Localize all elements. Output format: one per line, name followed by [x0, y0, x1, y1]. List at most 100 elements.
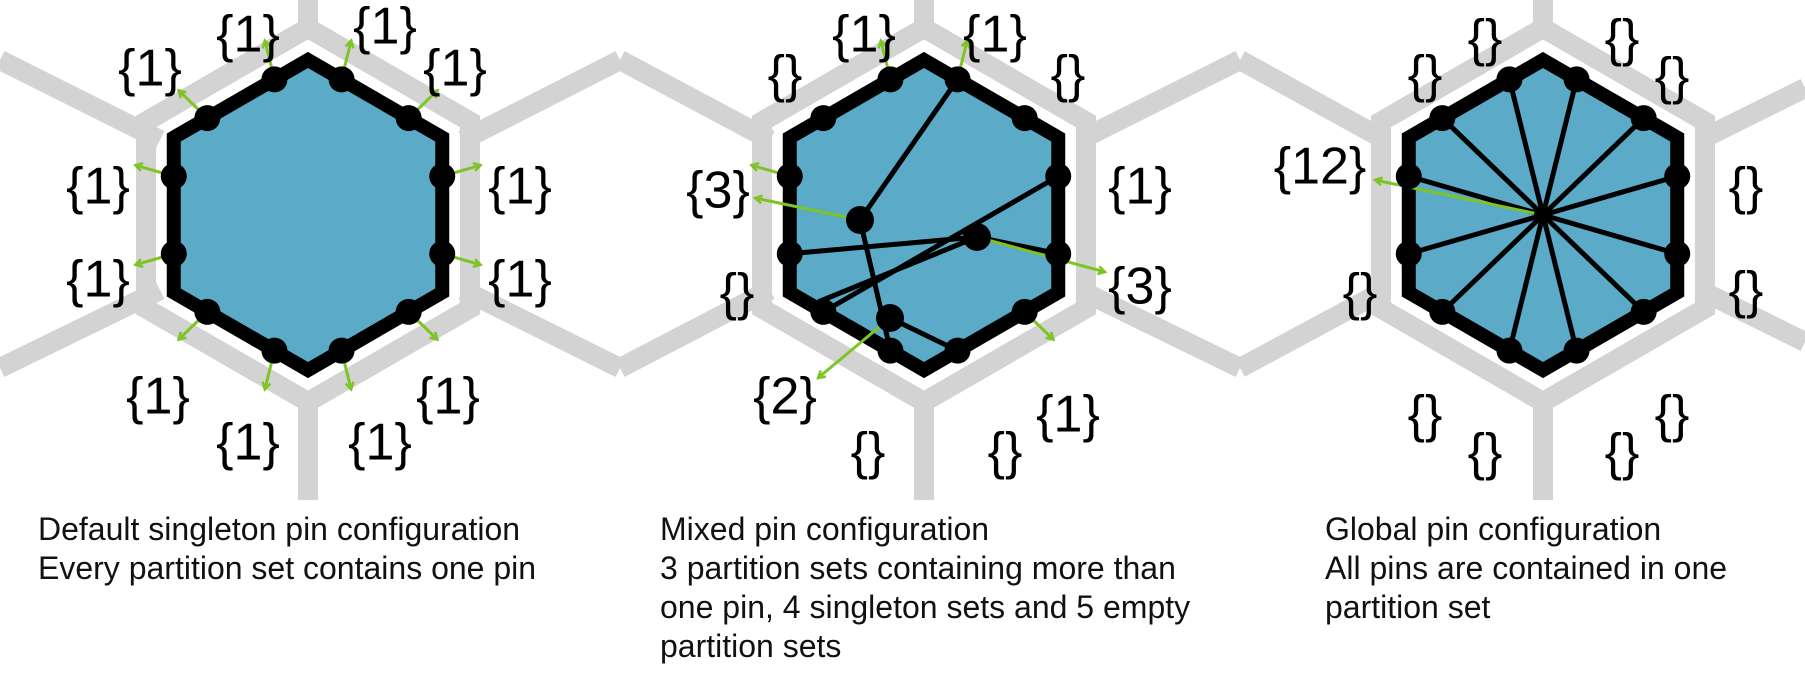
- partition-label-2-1: {}: [1468, 10, 1503, 68]
- connection-line-6: [817, 234, 978, 305]
- connection-lines: [789, 77, 1678, 353]
- pin-2-5: [1664, 240, 1691, 267]
- partition-label-0-5: {1}: [66, 251, 130, 309]
- hub-pin-2: [876, 304, 904, 332]
- pin-0-8: [261, 337, 288, 364]
- partition-label-1-4: {3}: [686, 162, 750, 220]
- partition-label-0-10: {1}: [488, 158, 552, 216]
- grid-edge: [615, 51, 775, 149]
- caption-global-title: Global pin configuration: [1325, 511, 1662, 547]
- hub-pin-1: [963, 223, 991, 251]
- pin-2-8: [1496, 337, 1523, 364]
- spoke-5: [1542, 212, 1678, 257]
- grid-edge: [458, 51, 625, 149]
- partition-label-2-6: {}: [1343, 264, 1378, 322]
- spoke-2: [1540, 78, 1579, 216]
- pin-1-9: [810, 298, 837, 325]
- partition-label-1-1: {1}: [832, 6, 896, 64]
- partition-label-1-0: {}: [768, 46, 803, 104]
- pin-0-7: [328, 337, 355, 364]
- caption-default-title: Default singleton pin configuration: [38, 511, 521, 547]
- pin-0-0: [194, 105, 221, 132]
- partition-label-2-10: {}: [1605, 424, 1640, 482]
- pin-1-2: [944, 66, 971, 93]
- pin-1-10: [776, 240, 803, 267]
- grid-edge: [458, 281, 625, 377]
- hex-grid-background: [0, 0, 1805, 500]
- partition-label-1-5: {1}: [1108, 158, 1172, 216]
- pin-0-4: [429, 163, 456, 190]
- partition-label-1-7: {}: [720, 264, 755, 322]
- spoke-9: [1440, 213, 1545, 314]
- pin-1-1: [877, 66, 904, 93]
- pin-2-4: [1664, 163, 1691, 190]
- set-arrow-2: [818, 316, 891, 378]
- pin-0-1: [261, 66, 288, 93]
- pin-0-2: [328, 66, 355, 93]
- partition-label-0-4: {1}: [66, 158, 130, 216]
- partition-label-2-0: {}: [1408, 46, 1443, 104]
- pin-0-11: [160, 163, 187, 190]
- pin-1-11: [776, 163, 803, 190]
- pin-0-10: [160, 240, 187, 267]
- pin-0-9: [194, 298, 221, 325]
- spoke-7: [1540, 214, 1579, 352]
- spoke-3: [1541, 116, 1646, 217]
- partition-label-1-6: {3}: [1108, 258, 1172, 316]
- pin-2-1: [1496, 66, 1523, 93]
- partition-label-2-3: {}: [1655, 48, 1690, 106]
- partition-label-0-3: {1}: [423, 40, 487, 98]
- pin-1-7: [944, 337, 971, 364]
- pin-2-7: [1563, 337, 1590, 364]
- pin-1-0: [810, 105, 837, 132]
- pin-2-9: [1429, 298, 1456, 325]
- pin-2-10: [1395, 240, 1422, 267]
- hexagons: [166, 51, 1685, 379]
- hub-pin-0: [846, 206, 874, 234]
- partition-label-0-9: {1}: [416, 368, 480, 426]
- pin-1-4: [1045, 163, 1072, 190]
- caption-global: Global pin configuration All pins are co…: [1325, 510, 1785, 627]
- caption-mixed-body: 3 partition sets containing more than on…: [660, 550, 1191, 664]
- pin-2-2: [1563, 66, 1590, 93]
- partition-label-1-2: {1}: [963, 6, 1027, 64]
- grid-edge: [1235, 281, 1390, 377]
- partition-label-2-11: {}: [1655, 386, 1690, 444]
- pin-2-3: [1630, 105, 1657, 132]
- partition-label-2-8: {}: [1408, 386, 1443, 444]
- grid-edge: [1075, 51, 1245, 149]
- pins: [160, 66, 1691, 364]
- spoke-1: [1507, 78, 1546, 216]
- hexagon-0: [166, 51, 450, 379]
- spoke-10: [1408, 212, 1544, 257]
- pin-1-5: [1045, 240, 1072, 267]
- caption-global-body: All pins are contained in one partition …: [1325, 550, 1728, 625]
- partition-label-0-1: {1}: [216, 6, 280, 64]
- pin-2-6: [1630, 298, 1657, 325]
- grid-edge: [0, 51, 165, 149]
- global-hub-pin: [1534, 206, 1552, 224]
- pin-1-8: [877, 337, 904, 364]
- partition-label-0-8: {1}: [348, 414, 412, 472]
- pin-1-6: [1011, 298, 1038, 325]
- grid-edge: [1695, 281, 1805, 351]
- pin-0-6: [395, 298, 422, 325]
- partition-label-2-9: {}: [1468, 424, 1503, 482]
- partition-label-0-7: {1}: [216, 414, 280, 472]
- set-arrow-0: [755, 198, 861, 222]
- spoke-6: [1541, 213, 1646, 314]
- grid-edge: [1075, 281, 1245, 377]
- partition-label-0-0: {1}: [118, 40, 182, 98]
- spoke-11: [1408, 173, 1544, 218]
- partition-label-0-2: {1}: [353, 0, 417, 56]
- caption-mixed: Mixed pin configuration 3 partition sets…: [660, 510, 1220, 666]
- grid-edge: [615, 281, 775, 377]
- partition-label-1-11: {1}: [1036, 386, 1100, 444]
- caption-mixed-title: Mixed pin configuration: [660, 511, 990, 547]
- caption-default-body: Every partition set contains one pin: [38, 550, 537, 586]
- partition-label-1-3: {}: [1051, 46, 1086, 104]
- grid-edge: [0, 281, 165, 377]
- partition-label-0-11: {1}: [488, 251, 552, 309]
- spoke-8: [1507, 214, 1546, 352]
- partition-label-0-6: {1}: [126, 368, 190, 426]
